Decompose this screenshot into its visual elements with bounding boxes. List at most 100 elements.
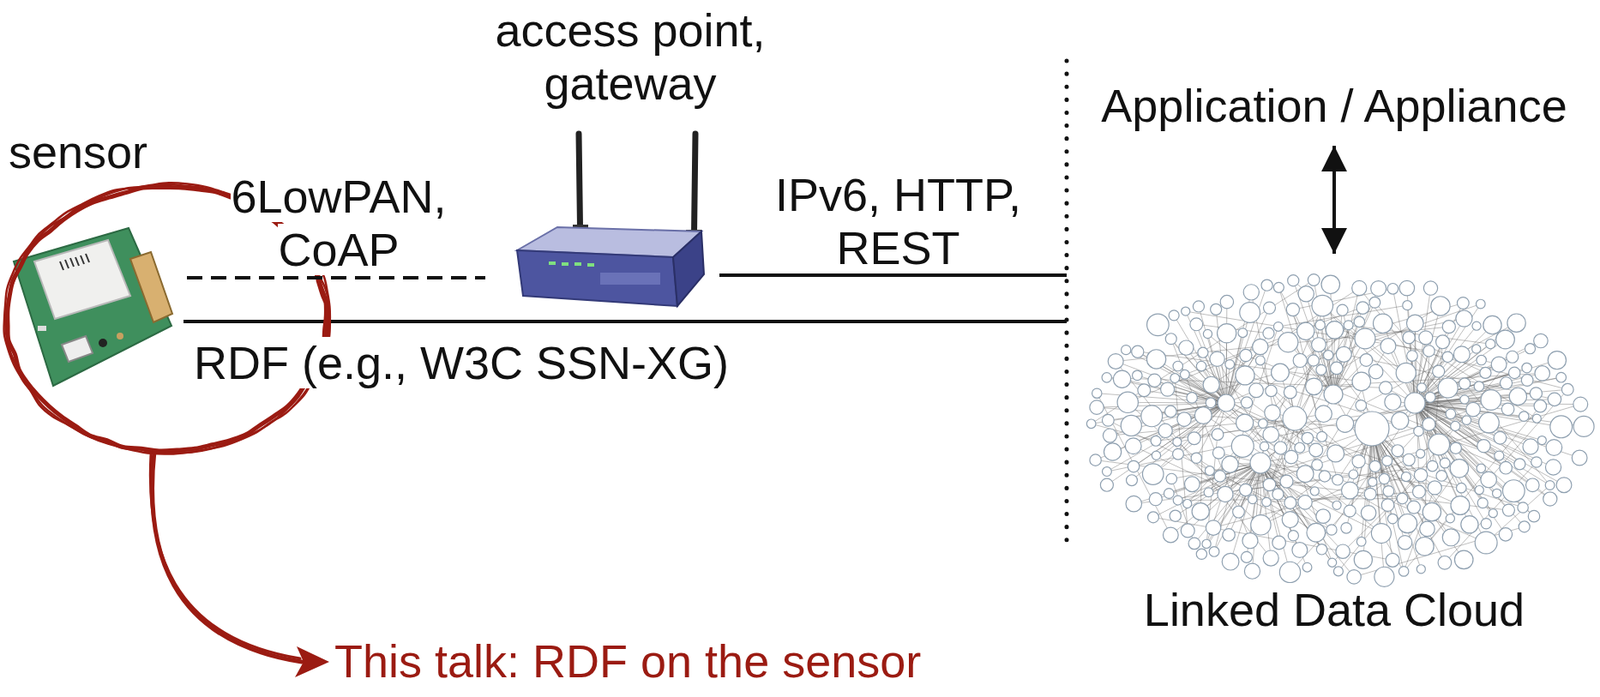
cloud-dataset <box>1383 486 1395 498</box>
cloud-dataset <box>1217 324 1237 343</box>
cloud-dataset <box>1453 346 1470 363</box>
cloud-dataset <box>1415 536 1435 556</box>
cloud-link <box>1333 302 1375 395</box>
cloud-dataset <box>1309 443 1324 458</box>
cloud-dataset <box>1527 510 1540 522</box>
cloud-dataset <box>1556 372 1567 383</box>
cloud-link <box>1201 366 1317 451</box>
cloud-dataset <box>1480 471 1498 488</box>
cloud-dataset <box>1263 327 1275 339</box>
cloud-dataset <box>1450 496 1470 516</box>
cloud-dataset <box>1240 551 1252 563</box>
cloud-link <box>1206 326 1279 544</box>
cloud-link <box>1414 403 1481 469</box>
cloud-link <box>1260 463 1333 563</box>
router-front <box>517 250 678 307</box>
cloud-link <box>1414 403 1486 543</box>
cloud-dataset <box>1502 480 1525 503</box>
cloud-dataset <box>1101 414 1114 427</box>
cloud-dataset <box>1419 521 1435 536</box>
component <box>37 325 47 331</box>
cloud-dataset <box>1509 387 1527 405</box>
cloud-dataset <box>1391 445 1404 458</box>
gateway-node: access point, gateway <box>485 3 776 309</box>
cloud-dataset <box>1472 321 1481 331</box>
cloud-dataset <box>1545 481 1555 491</box>
cloud-dataset <box>1431 296 1450 316</box>
cloud-link <box>1214 445 1243 552</box>
cloud-dataset <box>1395 362 1416 383</box>
cloud-dataset <box>1332 474 1344 486</box>
cloud-dataset <box>1476 463 1486 473</box>
cloud-dataset <box>1102 428 1117 443</box>
cloud-dataset <box>1316 364 1327 375</box>
cloud-dataset <box>1101 467 1112 477</box>
router-side <box>673 231 704 307</box>
cloud-dataset <box>1251 515 1271 536</box>
cloud-dataset <box>1456 297 1469 310</box>
cloud-dataset <box>1222 529 1236 542</box>
cloud-dataset <box>1537 436 1546 446</box>
cloud-dataset <box>1271 363 1290 382</box>
cloud-dataset <box>1089 454 1101 466</box>
cloud-dataset <box>1296 465 1314 483</box>
cloud-dataset <box>1352 455 1366 469</box>
cloud-dataset <box>1209 351 1225 367</box>
cloud-dataset <box>1476 354 1486 365</box>
cloud-link <box>1414 372 1486 404</box>
cloud-dataset <box>1248 494 1258 504</box>
cloud-dataset <box>1225 360 1235 370</box>
router-leds <box>548 261 595 267</box>
cloud-dataset <box>1531 457 1542 468</box>
cloud-dataset <box>1263 550 1279 566</box>
cloud-dataset <box>1132 370 1143 381</box>
cloud-dataset <box>1545 439 1563 457</box>
cloud-dataset <box>1343 320 1354 331</box>
cloud-dataset <box>1436 335 1450 349</box>
cloud-link <box>1174 378 1461 506</box>
cloud-dataset <box>1306 523 1326 542</box>
cloud-link <box>1414 403 1524 417</box>
cloud-link <box>1414 403 1470 525</box>
cloud-dataset <box>1480 390 1502 411</box>
cloud-dataset <box>1191 503 1210 521</box>
cloud-dataset <box>1242 533 1258 549</box>
cloud-dataset <box>1325 321 1343 339</box>
cloud-dataset <box>1265 384 1277 397</box>
cloud-dataset <box>1473 381 1484 391</box>
cloud-dataset <box>1402 300 1413 311</box>
cloud-dataset <box>1335 346 1352 362</box>
cloud-dataset <box>1422 502 1441 521</box>
cloud-link <box>1209 409 1474 494</box>
cloud-dataset <box>1354 411 1390 446</box>
cloud-dataset <box>1100 478 1113 492</box>
cloud-link <box>1371 428 1451 538</box>
cloud-dataset <box>1348 469 1359 480</box>
cloud-dataset <box>1499 461 1513 475</box>
cloud-dataset <box>1221 456 1239 473</box>
cloud-dataset <box>1172 437 1182 446</box>
cloud-link <box>1414 403 1499 457</box>
cloud-link <box>1414 403 1486 524</box>
cloud-dataset <box>1534 366 1550 381</box>
cloud-dataset <box>1315 319 1325 330</box>
cloud-dataset <box>1311 337 1327 353</box>
cloud-link <box>1226 301 1228 404</box>
node-text: Application / Appliance <box>1100 79 1567 132</box>
cloud-dataset <box>1352 280 1367 295</box>
component <box>98 338 108 348</box>
cloud-dataset <box>1442 529 1460 547</box>
cloud-dataset <box>1101 372 1112 383</box>
cloud-dataset <box>1407 500 1420 514</box>
cloud-dataset <box>1192 300 1204 313</box>
cloud-dataset <box>1407 350 1419 362</box>
cloud-dataset <box>1146 349 1166 369</box>
cloud-dataset <box>1252 338 1269 355</box>
cloud-link <box>1178 366 1227 404</box>
cloud-dataset <box>1287 275 1300 287</box>
cloud-dataset <box>1518 521 1530 533</box>
cloud-dataset <box>1330 361 1343 374</box>
cloud-link <box>1280 304 1481 373</box>
cloud-dataset <box>1402 453 1415 466</box>
cloud-link <box>1332 475 1421 563</box>
